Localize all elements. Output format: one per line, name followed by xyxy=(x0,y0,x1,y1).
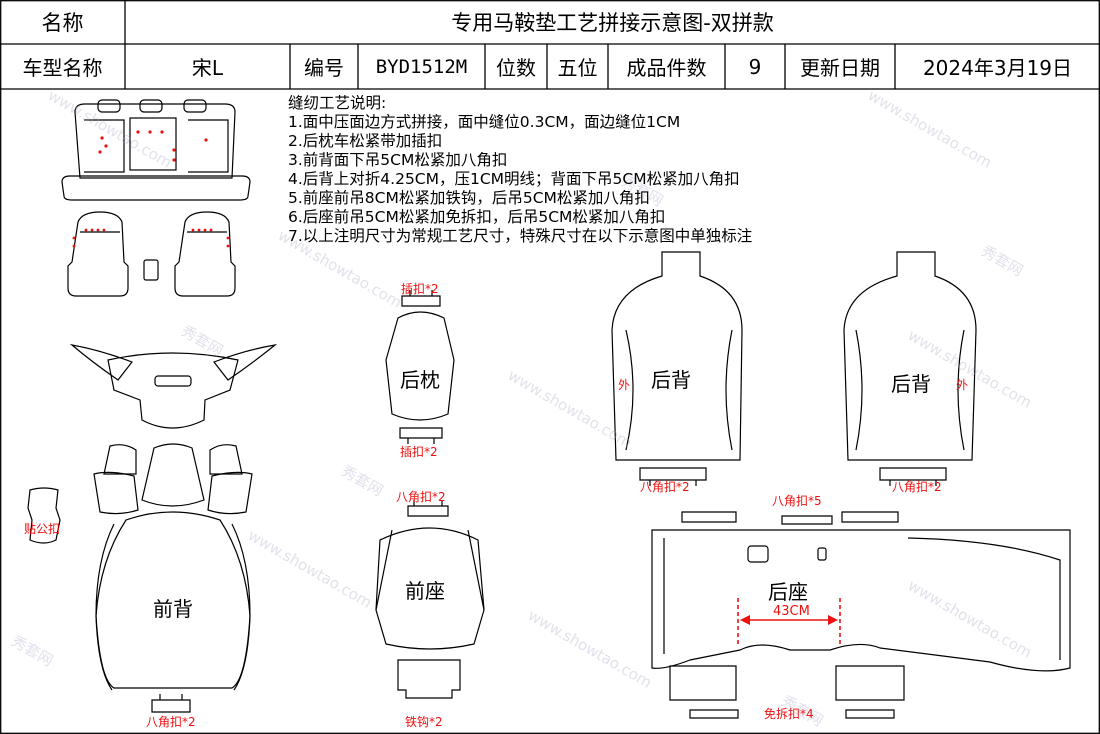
pieces-value: 9 xyxy=(748,54,762,79)
seats-label: 位数 xyxy=(496,56,536,80)
part-label-front-seat: 前座 xyxy=(405,579,445,603)
stitch-marks xyxy=(72,130,230,248)
part-label-rear-headrest: 后枕 xyxy=(400,368,440,392)
front-seat-thumbnail-right xyxy=(174,211,236,297)
code-value: BYD1512M xyxy=(375,55,468,78)
insert-buckle-bottom-label: 插扣*2 xyxy=(400,445,438,459)
page-title: 专用马鞍垫工艺拼接示意图-双拼款 xyxy=(451,11,774,35)
code-label: 编号 xyxy=(304,56,344,80)
note-item: 7.以上注明尺寸为常规工艺尺寸，特殊尺寸在以下示意图中单独标注 xyxy=(288,227,753,245)
sticky-buckle-label: 贴公扣 xyxy=(24,522,61,536)
seats-value: 五位 xyxy=(557,56,598,80)
console-thumbnail xyxy=(143,259,159,281)
outer-side-label-left: 外 xyxy=(618,378,631,392)
rear-bench-thumbnail xyxy=(61,99,251,201)
octagon-buckle-front-back-label: 八角扣*2 xyxy=(146,715,196,729)
free-remove-buckle-label: 免拆扣*4 xyxy=(764,707,814,721)
rear-back-left-pattern xyxy=(611,251,743,486)
dimension-label: 43CM xyxy=(773,604,810,619)
car-model-label: 车型名称 xyxy=(22,56,103,80)
part-label-rear-back-left: 后背 xyxy=(651,368,691,392)
front-seat-thumbnail-left xyxy=(67,211,129,297)
outer-side-label-right: 外 xyxy=(956,378,969,392)
sewing-notes: 缝纫工艺说明: 1.面中压面边方式拼接，面中缝位0.3CM，面边缝位1CM 2.… xyxy=(288,94,752,246)
front-seat-pattern xyxy=(375,500,485,699)
octagon-buckle-front-seat-label: 八角扣*2 xyxy=(396,490,446,504)
insert-buckle-top-label: 插扣*2 xyxy=(401,282,439,296)
note-item: 2.后枕车松紧带加插扣 xyxy=(288,132,443,150)
part-label-rear-seat: 后座 xyxy=(768,580,808,604)
note-item: 4.后背上对折4.25CM，压1CM明线；背面下吊5CM松紧加八角扣 xyxy=(288,170,740,188)
pieces-label: 成品件数 xyxy=(626,56,707,80)
rear-seat-pattern xyxy=(651,511,1071,719)
notes-heading: 缝纫工艺说明: xyxy=(288,94,387,112)
dimension-line xyxy=(737,598,841,646)
rear-back-right-pattern xyxy=(843,251,977,486)
note-item: 5.前座前吊8CM松紧加铁钩，后吊5CM松紧加八角扣 xyxy=(288,189,650,207)
car-model-value: 宋L xyxy=(191,56,224,80)
octagon-buckle-rear-back-right-label: 八角扣*2 xyxy=(892,480,942,494)
update-value: 2024年3月19日 xyxy=(922,56,1073,80)
iron-hook-label: 铁钩*2 xyxy=(405,715,443,729)
octagon-buckle-rear-seat-label: 八角扣*5 xyxy=(772,494,822,508)
part-label-rear-back-right: 后背 xyxy=(891,372,931,396)
note-item: 6.后座前吊5CM松紧加免拆扣，后吊5CM松紧加八角扣 xyxy=(288,208,666,226)
sticky-buckle-pattern xyxy=(27,487,61,544)
update-label: 更新日期 xyxy=(800,56,880,80)
note-item: 1.面中压面边方式拼接，面中缝位0.3CM，面边缝位1CM xyxy=(288,113,681,131)
front-back-pattern xyxy=(69,344,278,713)
octagon-buckle-rear-back-left-label: 八角扣*2 xyxy=(640,480,690,494)
rear-headrest-pattern xyxy=(385,290,455,444)
note-item: 3.前背面下吊5CM松紧加八角扣 xyxy=(288,151,508,169)
part-label-front-back: 前背 xyxy=(153,597,193,621)
name-label: 名称 xyxy=(41,11,84,35)
